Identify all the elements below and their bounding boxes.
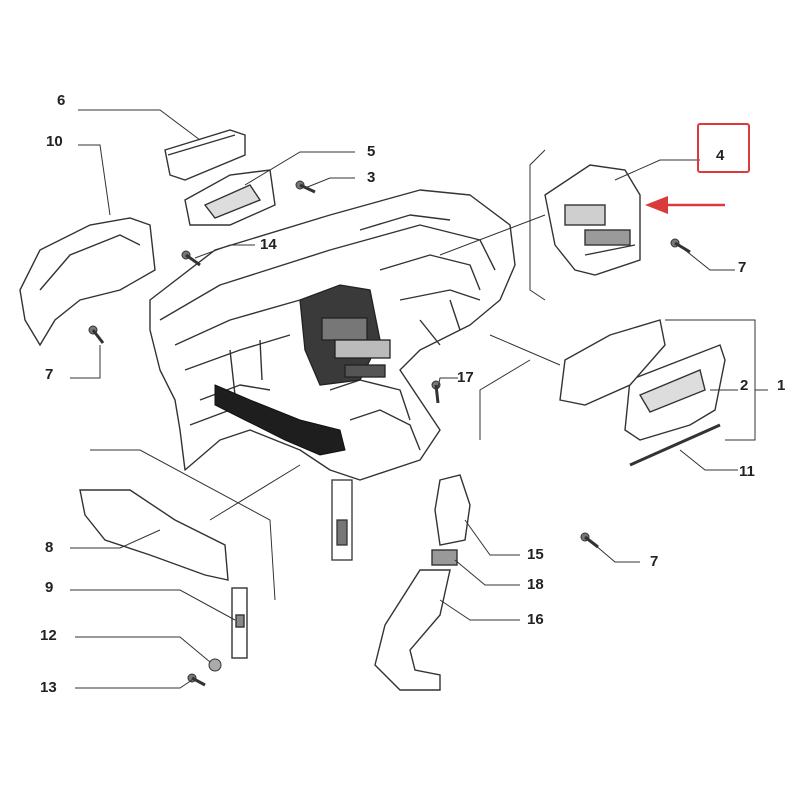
- screw-13: [187, 673, 206, 687]
- callout-15: 15: [527, 546, 544, 563]
- center-trim-strip: [331, 479, 353, 561]
- part-4-center-bezel: [544, 164, 641, 276]
- callout-16: 16: [527, 611, 544, 628]
- leader-9: [70, 589, 236, 621]
- leader-17: [437, 377, 458, 389]
- leader-7c: [594, 544, 640, 563]
- screw-7-bottom: [580, 532, 599, 549]
- leader-10: [78, 144, 111, 216]
- red-arrow-indicator: [645, 196, 725, 214]
- callout-3: 3: [367, 169, 376, 186]
- callout-14: 14: [260, 236, 277, 253]
- part-11-strip: [629, 423, 721, 467]
- callout-10: 10: [46, 133, 63, 150]
- callout-17: 17: [457, 369, 474, 386]
- callout-11: 11: [739, 463, 755, 480]
- screw-7-left: [88, 325, 105, 344]
- leader-4: [614, 159, 700, 181]
- center-stack: [299, 284, 391, 386]
- guide-8: [90, 449, 276, 601]
- screw-3: [295, 180, 316, 194]
- callout-4: 4: [716, 147, 725, 164]
- callout-7-left: 7: [45, 366, 54, 383]
- callout-2: 2: [740, 377, 749, 394]
- leader-7a: [70, 345, 101, 379]
- screw-7-right: [670, 238, 691, 254]
- callout-7-right: 7: [738, 259, 747, 276]
- leader-8: [70, 529, 161, 549]
- leader-1: [665, 319, 768, 441]
- callout-9: 9: [45, 579, 54, 596]
- callout-8: 8: [45, 539, 54, 556]
- leader-14: [194, 244, 255, 259]
- guide-2: [479, 359, 531, 440]
- leader-3: [304, 177, 355, 189]
- guide-4: [529, 149, 546, 301]
- callout-1: 1: [777, 377, 786, 394]
- leader-16: [439, 599, 520, 621]
- callout-7-bottom: 7: [650, 553, 659, 570]
- leader-lines: [70, 109, 768, 689]
- nut-12: [208, 658, 222, 672]
- part-1-lid: [559, 319, 666, 406]
- air-duct-assembly: [374, 474, 471, 691]
- part-10-bezel: [19, 217, 156, 347]
- callout-5: 5: [367, 143, 376, 160]
- part-4-highlight-box: [697, 123, 750, 173]
- leader-7b: [684, 249, 735, 271]
- knee-panel-dark: [214, 384, 346, 456]
- part-2-glovebox: [624, 344, 726, 441]
- leader-13: [75, 679, 193, 689]
- part-6-cover: [164, 129, 246, 181]
- callout-6: 6: [57, 92, 66, 109]
- callout-18: 18: [527, 576, 544, 593]
- part-5-vent: [184, 169, 276, 226]
- screw-14: [181, 250, 201, 267]
- callout-13: 13: [40, 679, 57, 696]
- guide-8b: [209, 464, 301, 521]
- leader-15: [464, 519, 520, 556]
- guide-2b: [489, 334, 561, 366]
- leader-6: [78, 109, 201, 141]
- leader-5: [244, 151, 355, 186]
- callout-12: 12: [40, 627, 57, 644]
- leader-18: [454, 559, 520, 586]
- screws: [88, 180, 691, 687]
- leader-11: [679, 449, 738, 471]
- leader-12: [75, 636, 211, 663]
- part-9-bracket: [231, 587, 248, 659]
- part-8-panel: [79, 489, 229, 581]
- guide-4b: [439, 214, 546, 256]
